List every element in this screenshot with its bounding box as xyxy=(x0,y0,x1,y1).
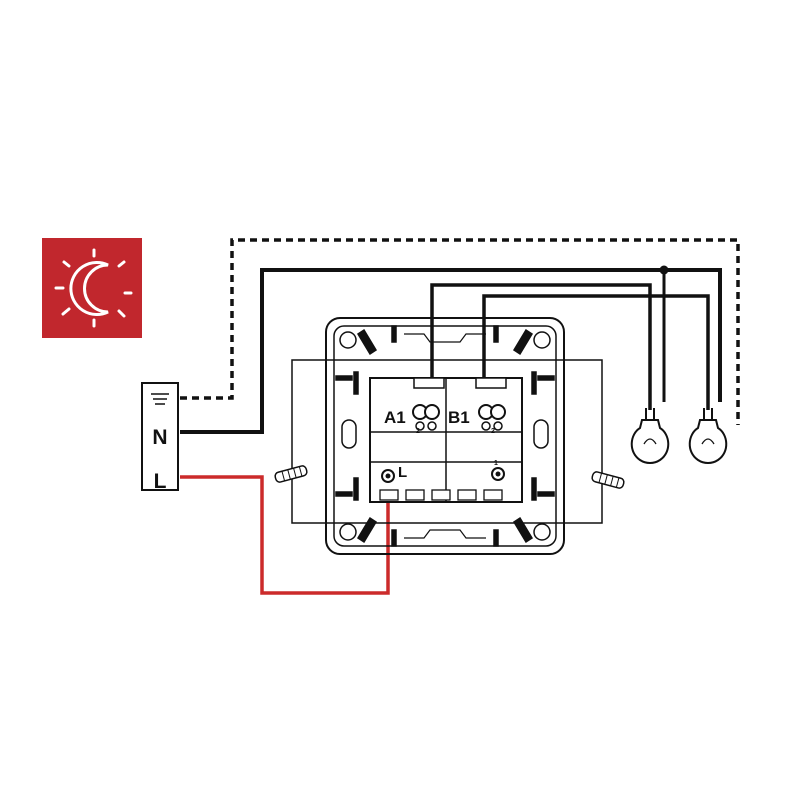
terminal-n-label: N xyxy=(152,426,167,449)
mounting-screw-left xyxy=(274,465,308,483)
terminal-1 xyxy=(491,467,505,481)
terminal-block: N L xyxy=(141,382,179,493)
switch-mechanism xyxy=(369,377,523,503)
wire-junction xyxy=(659,265,669,275)
a1-wire xyxy=(430,283,652,410)
line-wire xyxy=(180,470,390,595)
lamp-1-icon xyxy=(630,408,670,464)
mounting-plate xyxy=(291,359,603,524)
dashed-wire xyxy=(180,238,740,425)
terminal-l xyxy=(381,469,395,483)
night-mode-icon xyxy=(42,238,142,338)
terminal-a1 xyxy=(412,404,440,431)
terminal-b1-sub-label: 2 xyxy=(491,428,495,435)
terminal-1-sub-label: 1 xyxy=(494,460,498,467)
terminal-b1 xyxy=(478,404,506,431)
terminal-a1-sub-label: 2 xyxy=(416,428,420,435)
terminal-l-switch-label: L xyxy=(398,464,407,481)
terminal-a1-label: A1 xyxy=(384,408,406,427)
mounting-screw-right xyxy=(591,471,625,489)
terminal-b1-label: B1 xyxy=(448,408,470,427)
terminal-l-label: L xyxy=(154,470,167,493)
b1-wire xyxy=(482,294,710,410)
lamp-2-icon xyxy=(688,408,728,464)
neutral-wire xyxy=(180,268,722,434)
